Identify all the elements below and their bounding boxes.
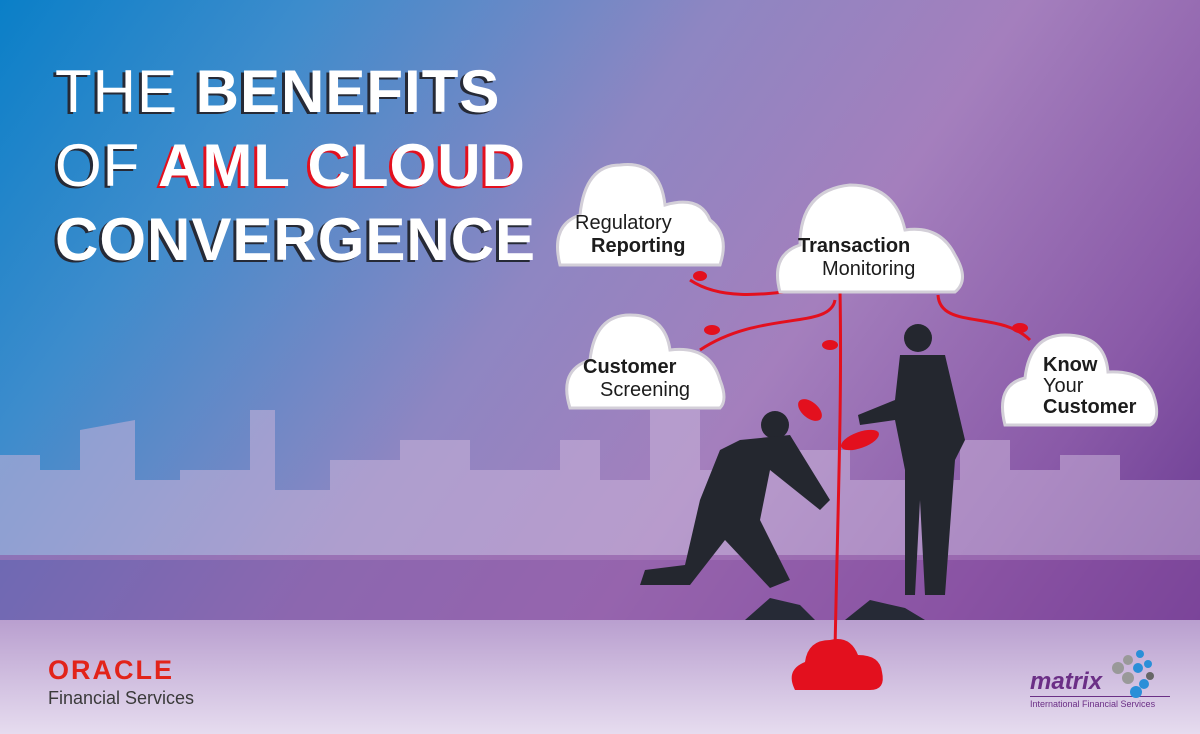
oracle-logo: ORACLE Financial Services bbox=[48, 655, 194, 709]
matrix-logo: matrix International Financial Services bbox=[1030, 650, 1170, 709]
cloud-line: Customer bbox=[1043, 396, 1137, 418]
title-benefits: BENEFITS bbox=[195, 58, 501, 125]
soil-mounds bbox=[745, 598, 925, 620]
oracle-name: ORACLE bbox=[48, 655, 174, 685]
title-aml-cloud: AML CLOUD bbox=[158, 132, 526, 199]
cloud-line: Customer bbox=[583, 356, 677, 378]
cloud-line: Monitoring bbox=[822, 258, 916, 280]
matrix-sub: International Financial Services bbox=[1030, 696, 1170, 709]
matrix-spheres-icon bbox=[1112, 650, 1154, 698]
cloud-line: Your bbox=[1043, 375, 1084, 397]
standing-man-silhouette bbox=[858, 324, 965, 595]
ground-band bbox=[0, 555, 1200, 620]
kneeling-man-silhouette bbox=[640, 411, 830, 588]
matrix-name: matrix bbox=[1030, 668, 1103, 695]
transaction-monitoring-label: Transaction Monitoring bbox=[798, 235, 915, 281]
leaves bbox=[693, 271, 1028, 451]
title-convergence: CONVERGENCE bbox=[55, 206, 537, 273]
cloud-line: Know bbox=[1043, 354, 1098, 376]
title-of: OF bbox=[55, 132, 141, 199]
cloud-regulatory bbox=[556, 163, 725, 267]
cloud-line: Transaction bbox=[798, 235, 911, 257]
know-your-customer-label: Know Your Customer bbox=[1043, 355, 1136, 418]
cloud-line: Reporting bbox=[591, 235, 686, 257]
cloud-screening bbox=[565, 313, 726, 410]
regulatory-reporting-label: Regulatory Reporting bbox=[575, 212, 685, 258]
cloud-kyc bbox=[1001, 333, 1159, 427]
oracle-sub: Financial Services bbox=[48, 688, 195, 708]
customer-screening-label: Customer Screening bbox=[583, 356, 690, 402]
red-cloud-icon bbox=[791, 639, 883, 690]
clouds bbox=[556, 163, 1159, 427]
cloud-line: Regulatory bbox=[575, 212, 672, 234]
city-skyline bbox=[0, 410, 1200, 560]
page-title: THE BENEFITS OF AML CLOUD CONVERGENCE bbox=[55, 55, 536, 277]
cloud-line: Screening bbox=[600, 379, 691, 401]
cloud-transaction bbox=[776, 183, 964, 294]
title-the: THE bbox=[55, 58, 178, 125]
